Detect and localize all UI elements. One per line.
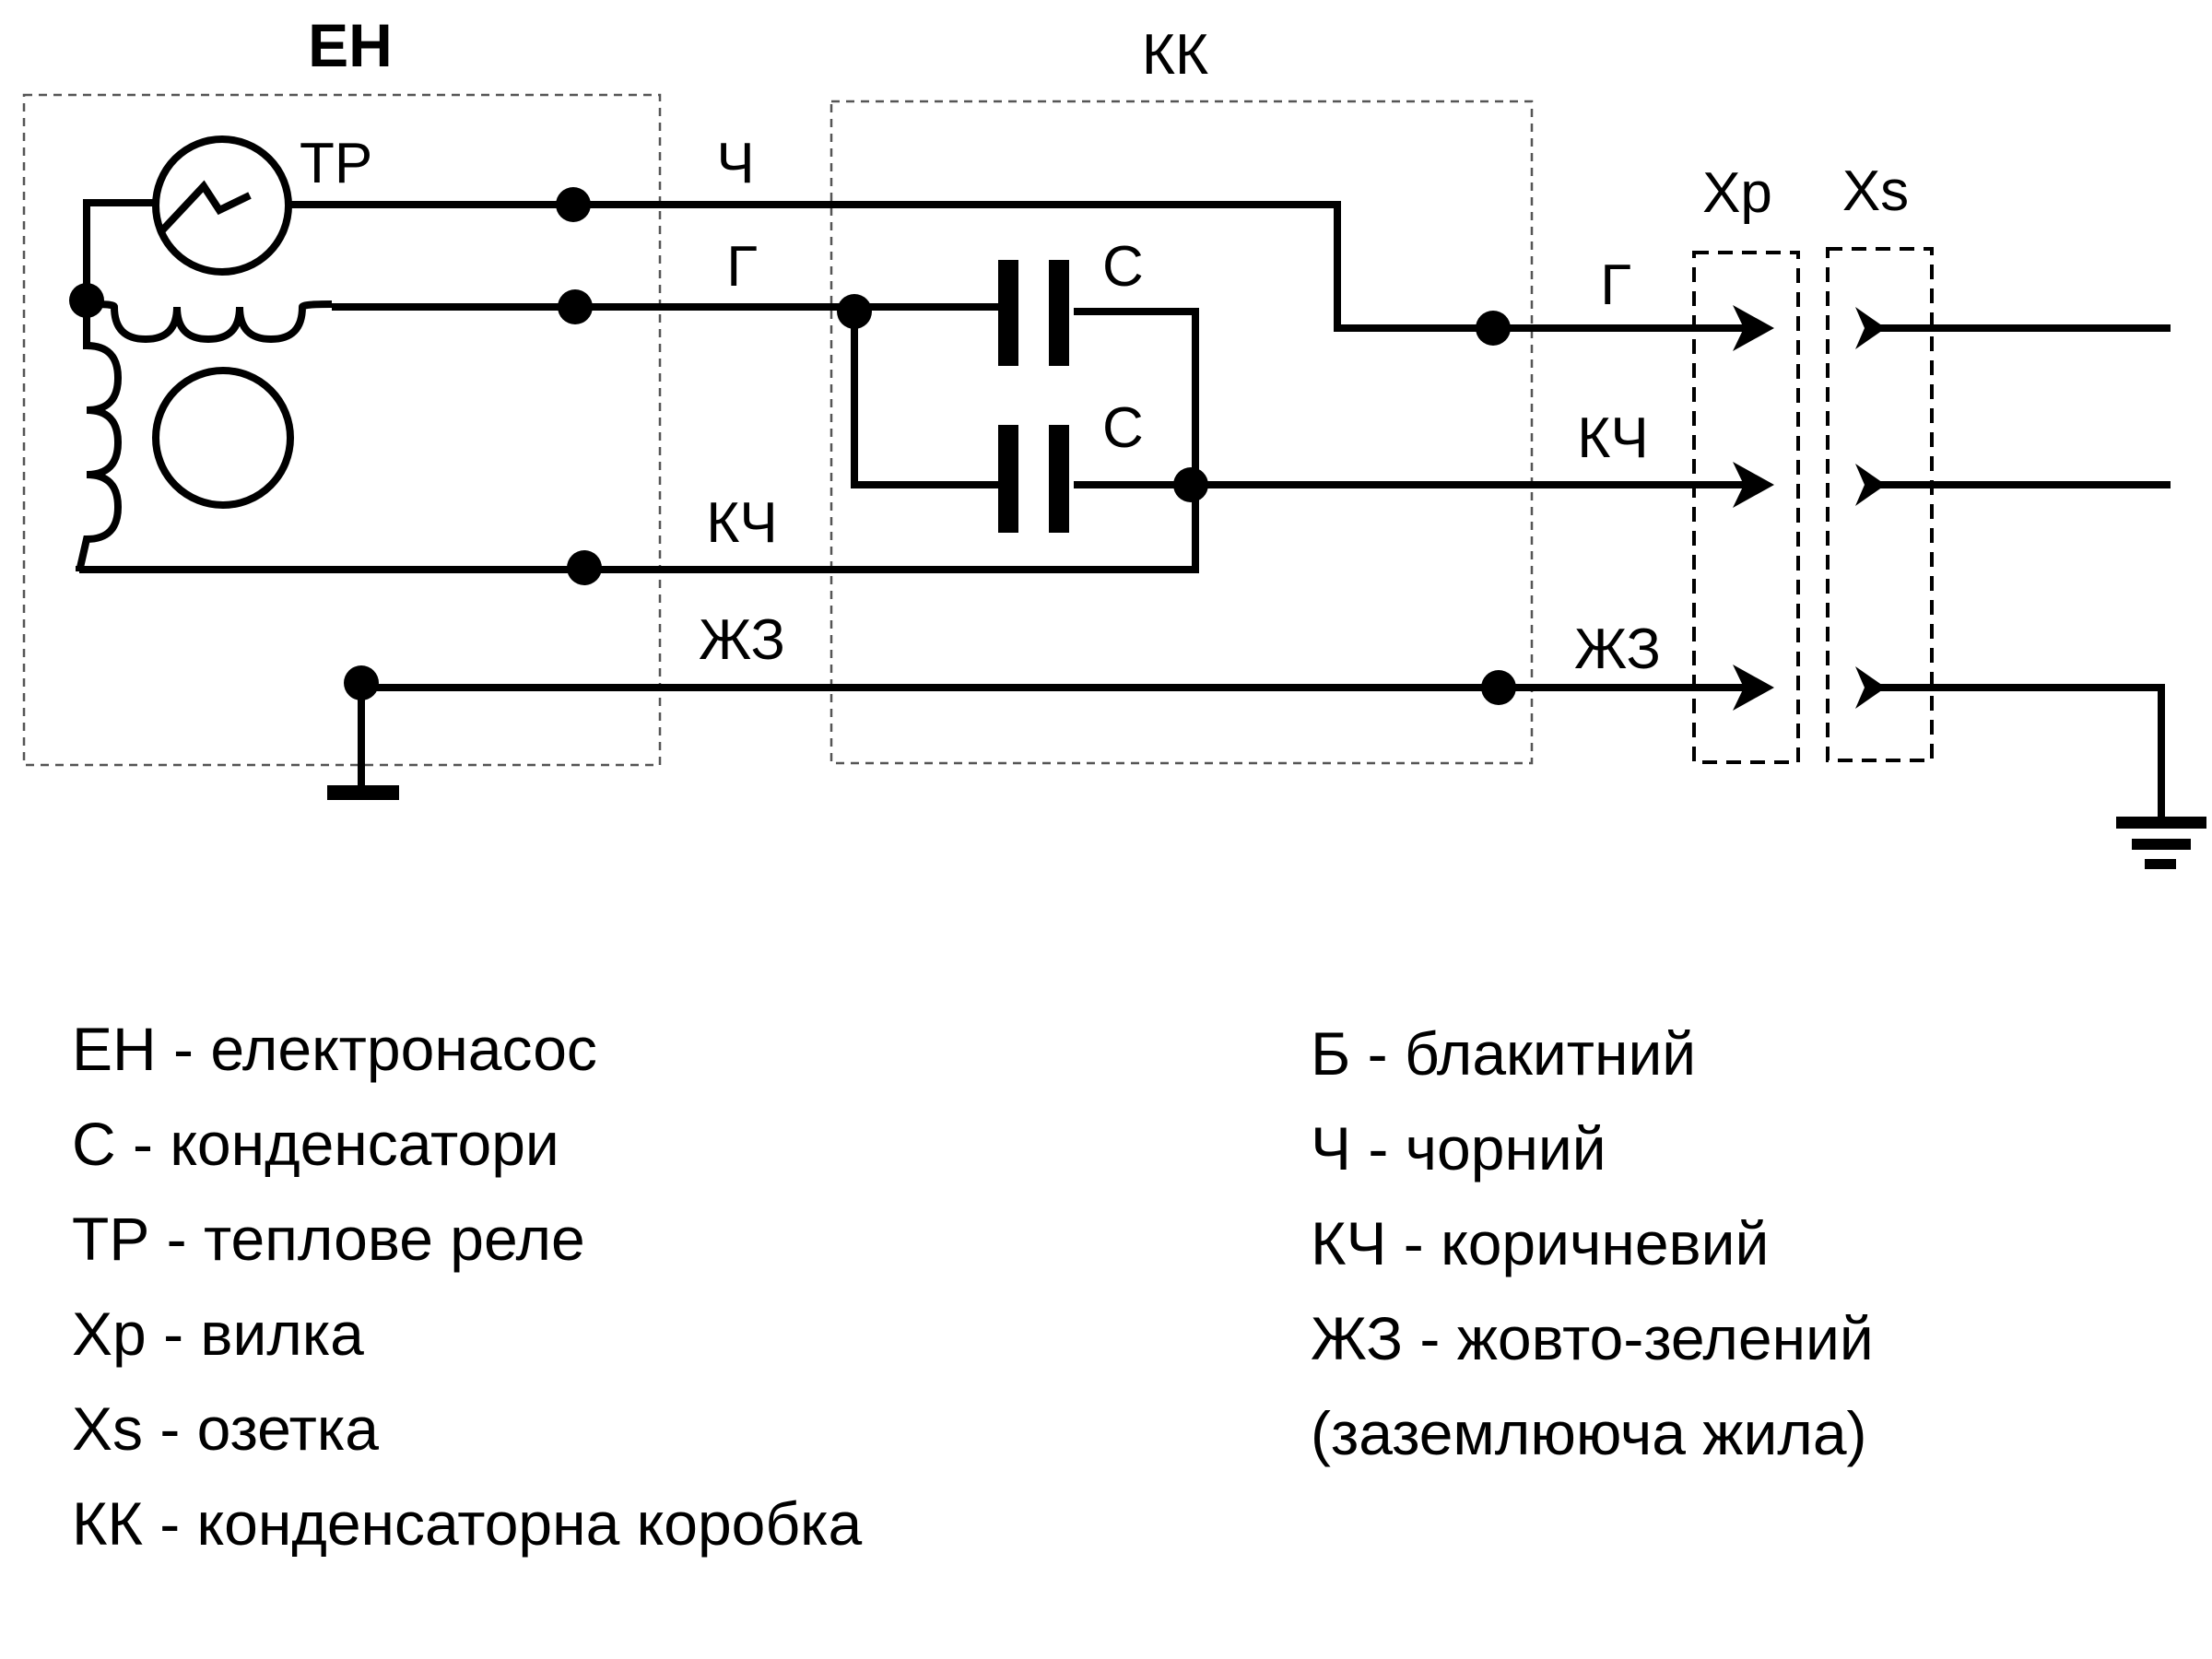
legend-item: Xs - озетка [72, 1394, 379, 1463]
wire-cap-left-bottom [851, 307, 1000, 488]
pump-label: ЕН [308, 11, 393, 79]
socket-label: Xs [1842, 159, 1909, 223]
wire-label-black: Ч [716, 132, 754, 195]
plug-pin-brown [1733, 462, 1774, 508]
legend-item: ЖЗ - жовто-зелений [1311, 1304, 1874, 1372]
capacitor-bottom-symbol [998, 425, 1069, 533]
legend-item: ТР - теплове реле [72, 1205, 585, 1273]
legend-item: (заземлююча жила) [1311, 1399, 1867, 1467]
wire-relay-left [83, 199, 155, 304]
wire-label-brown-inner: КЧ [706, 491, 777, 555]
plug-pin-ground [1733, 665, 1774, 711]
thermal-relay-symbol [152, 135, 292, 276]
legend-item: С - конденсатори [72, 1110, 559, 1178]
capacitor-box [830, 100, 1534, 765]
wire-label-blue-outer: Г [1600, 253, 1631, 317]
legend-item: КЧ - коричневий [1311, 1209, 1770, 1277]
capacitor-box-label: КК [1142, 23, 1208, 87]
thermal-relay-label: ТР [300, 132, 372, 195]
plug-pin-blue [1733, 305, 1774, 351]
legend-right: Б - блакитний Ч - чорний КЧ - коричневий… [1311, 1006, 1874, 1481]
plug-label: Xp [1702, 161, 1772, 225]
socket-contact-2 [1855, 464, 1886, 506]
socket-contact-1 [1855, 307, 1886, 349]
motor-winding-vertical [76, 304, 123, 572]
junction-dots [69, 187, 1516, 705]
socket-box [1826, 247, 1934, 762]
wire-cap-right-top [1074, 308, 1199, 485]
plug-box [1692, 251, 1800, 764]
legend-left: ЕН - електронасос С - конденсатори ТР - … [72, 1002, 862, 1571]
motor-symbol [152, 367, 294, 509]
legend-item: Б - блакитний [1311, 1019, 1697, 1088]
wire-label-blue-inner: Г [726, 235, 758, 299]
wire-label-ground-inner: ЖЗ [699, 608, 785, 672]
capacitor-top-label: С [1102, 235, 1144, 299]
wire-label-brown-outer: КЧ [1577, 406, 1648, 470]
socket-wire-ground [1880, 684, 2165, 820]
pump-box [22, 93, 662, 767]
motor-winding-horizontal [86, 300, 333, 344]
capacitor-bottom-label: С [1102, 396, 1144, 460]
legend-item: ЕН - електронасос [72, 1015, 597, 1083]
wire-brown-motor [76, 485, 1199, 573]
legend-item: Ч - чорний [1311, 1114, 1606, 1182]
ground-symbol-right [2116, 817, 2206, 869]
wire-label-ground-outer: ЖЗ [1574, 618, 1661, 681]
legend-item: КК - конденсаторна коробка [72, 1489, 863, 1558]
legend-item: Xp - вилка [72, 1300, 364, 1368]
socket-contact-3 [1855, 666, 1886, 709]
ground-symbol-left [327, 688, 399, 800]
capacitor-top-symbol [998, 260, 1069, 366]
